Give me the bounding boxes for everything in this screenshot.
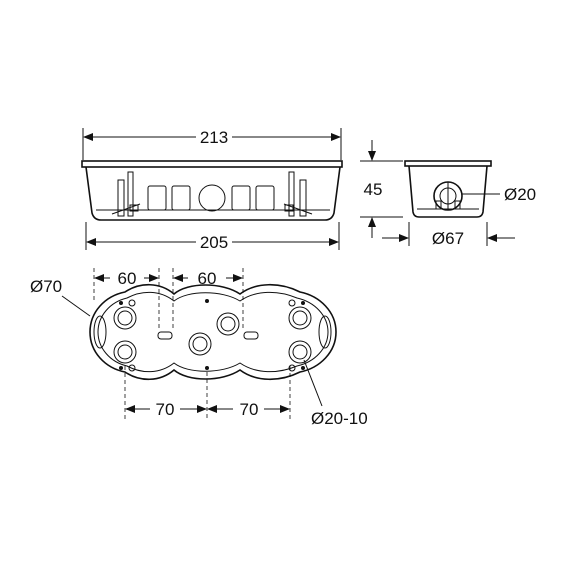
screw-holes: [119, 299, 305, 372]
label-205: 205: [200, 233, 228, 252]
top-outline: [89, 283, 337, 381]
dim-bottom-width: 205: [85, 222, 340, 252]
label-213: 213: [200, 128, 228, 147]
top-view: [89, 283, 337, 381]
dim-knockout-range: Ø20-10: [303, 359, 368, 428]
label-70-a: 70: [156, 400, 175, 419]
front-rim: [81, 160, 343, 168]
label-45: 45: [364, 180, 383, 199]
label-60-a: 60: [118, 269, 137, 288]
label-70-diameter: Ø70: [30, 277, 62, 296]
side-view: [404, 160, 492, 218]
label-70-b: 70: [240, 400, 259, 419]
dim-top-spacing: 60 60: [93, 268, 244, 330]
dim-side-hole: Ø20: [462, 185, 536, 204]
label-67: Ø67: [432, 229, 464, 248]
top-inner-outline: [97, 291, 329, 373]
front-body: [85, 166, 341, 221]
label-knockout-range: Ø20-10: [311, 409, 368, 428]
dim-outer-diameter: Ø70: [30, 277, 91, 317]
label-60-b: 60: [198, 269, 217, 288]
dim-height: 45: [360, 140, 403, 238]
label-side-hole: Ø20: [504, 185, 536, 204]
dim-bottom-spacing: 70 70: [124, 366, 291, 420]
knockouts: [113, 306, 312, 364]
dim-side-diameter: Ø67: [382, 222, 515, 248]
dim-top-width: 213: [82, 128, 342, 160]
front-view: [81, 160, 343, 221]
